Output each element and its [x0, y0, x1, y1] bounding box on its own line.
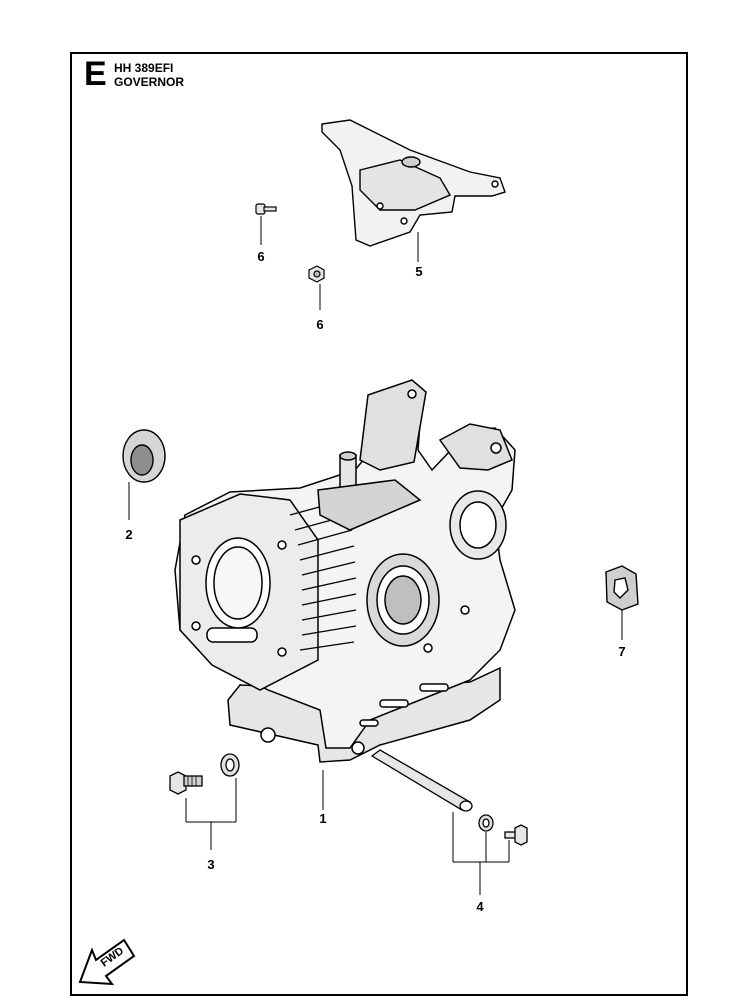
- callout-6-upper: 6: [257, 249, 265, 264]
- part-4-washer[interactable]: [478, 814, 494, 832]
- part-3-washer[interactable]: [220, 753, 240, 777]
- part-7-plate[interactable]: [605, 565, 639, 611]
- callout-5: 5: [415, 264, 423, 279]
- part-4-bolt[interactable]: [504, 824, 528, 846]
- part-3-drain-plug[interactable]: [169, 771, 203, 795]
- callout-4: 4: [476, 899, 484, 914]
- part-4-governor-shaft[interactable]: [370, 749, 473, 812]
- part-5-bracket[interactable]: [321, 119, 506, 247]
- fwd-arrow-icon: [78, 938, 136, 986]
- leader-4: [452, 812, 510, 895]
- callout-3: 3: [207, 857, 215, 872]
- callout-7: 7: [618, 644, 626, 659]
- part-6-screw-upper[interactable]: [255, 203, 277, 215]
- leader-3: [185, 778, 237, 850]
- callout-6-lower: 6: [316, 317, 324, 332]
- callout-1: 1: [319, 811, 327, 826]
- part-2-oil-seal[interactable]: [122, 429, 166, 483]
- part-1-crankcase[interactable]: [174, 379, 516, 763]
- callout-2: 2: [125, 527, 133, 542]
- section-letter: E: [84, 55, 107, 93]
- part-6-screw-lower[interactable]: [308, 265, 325, 283]
- model-title: HH 389EFI: [114, 61, 174, 75]
- diagram-frame: [70, 52, 688, 996]
- diagram-subtitle: GOVERNOR: [114, 75, 185, 89]
